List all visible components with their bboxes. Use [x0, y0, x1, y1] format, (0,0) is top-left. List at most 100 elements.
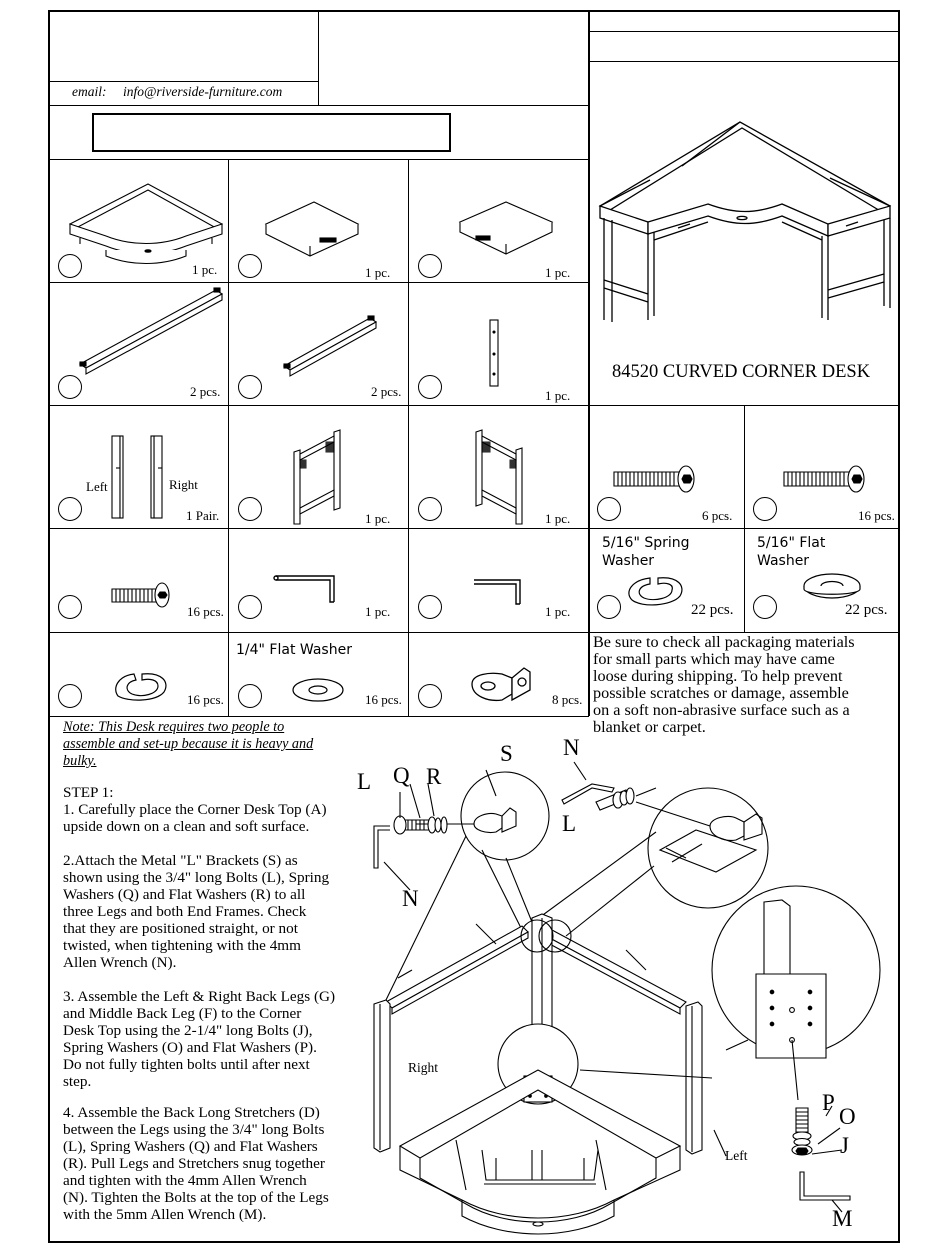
part-q-qty: 16 pcs. — [187, 692, 224, 707]
product-title: 84520 CURVED CORNER DESK — [612, 362, 871, 382]
header-divider — [318, 10, 320, 106]
part-g-qty: 1 Pair. — [186, 508, 220, 523]
part-l-qty: 16 pcs. — [858, 508, 895, 523]
part-e-qty: 2 pcs. — [371, 384, 402, 399]
part-d-qty: 2 pcs. — [190, 384, 221, 399]
part-i-qty: 1 pc. — [545, 511, 571, 526]
part-k-check[interactable] — [58, 595, 82, 619]
part-f-illustration — [489, 319, 499, 387]
part-p-qty: 22 pcs. — [845, 602, 888, 618]
label-n-top: N — [563, 735, 580, 760]
part-l-check[interactable] — [753, 497, 777, 521]
email-line — [48, 81, 318, 83]
grid-row-line-3 — [48, 405, 899, 407]
desk-illustration — [598, 121, 892, 322]
label-l-right: L — [562, 811, 577, 836]
part-r-qty: 16 pcs. — [365, 692, 402, 707]
label-q: Q — [393, 763, 410, 788]
part-a-illustration — [68, 183, 224, 265]
assembly-diagram — [373, 761, 881, 1235]
grid-row-line-2 — [48, 282, 589, 284]
part-d-check[interactable] — [58, 375, 82, 399]
part-r-check[interactable] — [238, 684, 262, 708]
part-o-check[interactable] — [597, 595, 621, 619]
part-i-illustration — [475, 429, 523, 525]
part-e-illustration — [282, 315, 378, 377]
part-n-check[interactable] — [418, 595, 442, 619]
part-n-qty: 1 pc. — [545, 604, 571, 619]
part-g-illustration — [111, 435, 163, 519]
name-box — [92, 113, 451, 152]
email-value[interactable]: info@riverside-furniture.com — [123, 84, 283, 99]
part-g-left-label: Left — [86, 479, 108, 494]
part-e-check[interactable] — [238, 375, 262, 399]
frame-right — [898, 10, 900, 1243]
part-r-illustration — [292, 678, 344, 702]
label-r: R — [426, 764, 442, 789]
part-d-illustration — [78, 287, 224, 375]
step-2: 2.Attach the Metal "L" Brackets (S) as s… — [63, 852, 330, 971]
step-heading: STEP 1: — [63, 784, 114, 801]
part-n-illustration — [474, 579, 521, 605]
title-line-2 — [588, 61, 899, 63]
assembly-note: Note: This Desk requires two people to a… — [63, 719, 314, 769]
frame-left — [48, 10, 50, 1243]
grid-row-line-5 — [48, 632, 589, 634]
label-right-leg: Right — [408, 1060, 439, 1075]
grid-col-line-2 — [408, 159, 410, 716]
part-k-illustration — [111, 582, 170, 608]
grid-row-line-1 — [48, 159, 589, 161]
part-p-illustration — [803, 573, 861, 599]
part-b-qty: 1 pc. — [365, 265, 391, 280]
frame-top — [48, 10, 900, 12]
part-f-check[interactable] — [418, 375, 442, 399]
label-j: J — [840, 1133, 849, 1158]
grid-col-line-1 — [228, 159, 230, 716]
grid-row-line-6 — [48, 716, 589, 718]
part-s-illustration — [471, 667, 531, 702]
label-left-leg: Left — [725, 1148, 748, 1163]
right-column-divider — [588, 10, 590, 716]
part-q-illustration — [115, 673, 167, 701]
part-c-illustration — [458, 201, 554, 255]
email-label: email: — [72, 84, 107, 99]
notice-top-line — [588, 632, 899, 634]
part-a-qty: 1 pc. — [192, 262, 218, 277]
part-m-qty: 1 pc. — [365, 604, 391, 619]
part-l-illustration — [783, 465, 865, 493]
part-i-check[interactable] — [418, 497, 442, 521]
label-s: S — [500, 741, 513, 766]
part-m-illustration — [273, 575, 335, 603]
part-j-qty: 6 pcs. — [702, 508, 733, 523]
part-a-check[interactable] — [58, 254, 82, 278]
part-p-check[interactable] — [753, 595, 777, 619]
grid-col-line-3 — [744, 405, 746, 632]
part-j-check[interactable] — [597, 497, 621, 521]
part-m-check[interactable] — [238, 595, 262, 619]
part-p-title: 5/16" Flat Washer — [757, 535, 826, 569]
label-o: O — [839, 1104, 856, 1129]
title-line-1 — [588, 31, 899, 33]
part-g-check[interactable] — [58, 497, 82, 521]
label-n-left: N — [402, 886, 419, 911]
part-q-check[interactable] — [58, 684, 82, 708]
grid-row-line-4 — [48, 528, 899, 530]
label-l-top: L — [357, 769, 372, 794]
part-j-illustration — [613, 465, 695, 493]
part-o-title: 5/16" Spring Washer — [602, 535, 690, 569]
header-bottom-line — [48, 105, 589, 107]
label-p: P — [822, 1090, 835, 1115]
step-1: 1. Carefully place the Corner Desk Top (… — [63, 801, 327, 835]
part-k-qty: 16 pcs. — [187, 604, 224, 619]
step-4: 4. Assemble the Back Long Stretchers (D)… — [63, 1104, 329, 1223]
part-h-qty: 1 pc. — [365, 511, 391, 526]
part-o-illustration — [628, 577, 683, 606]
part-c-check[interactable] — [418, 254, 442, 278]
part-r-title: 1/4" Flat Washer — [236, 642, 352, 658]
part-s-check[interactable] — [418, 684, 442, 708]
part-b-check[interactable] — [238, 254, 262, 278]
part-o-qty: 22 pcs. — [691, 602, 734, 618]
packaging-notice: Be sure to check all packaging materials… — [593, 633, 855, 736]
part-h-check[interactable] — [238, 497, 262, 521]
step-3: 3. Assemble the Left & Right Back Legs (… — [63, 988, 336, 1090]
